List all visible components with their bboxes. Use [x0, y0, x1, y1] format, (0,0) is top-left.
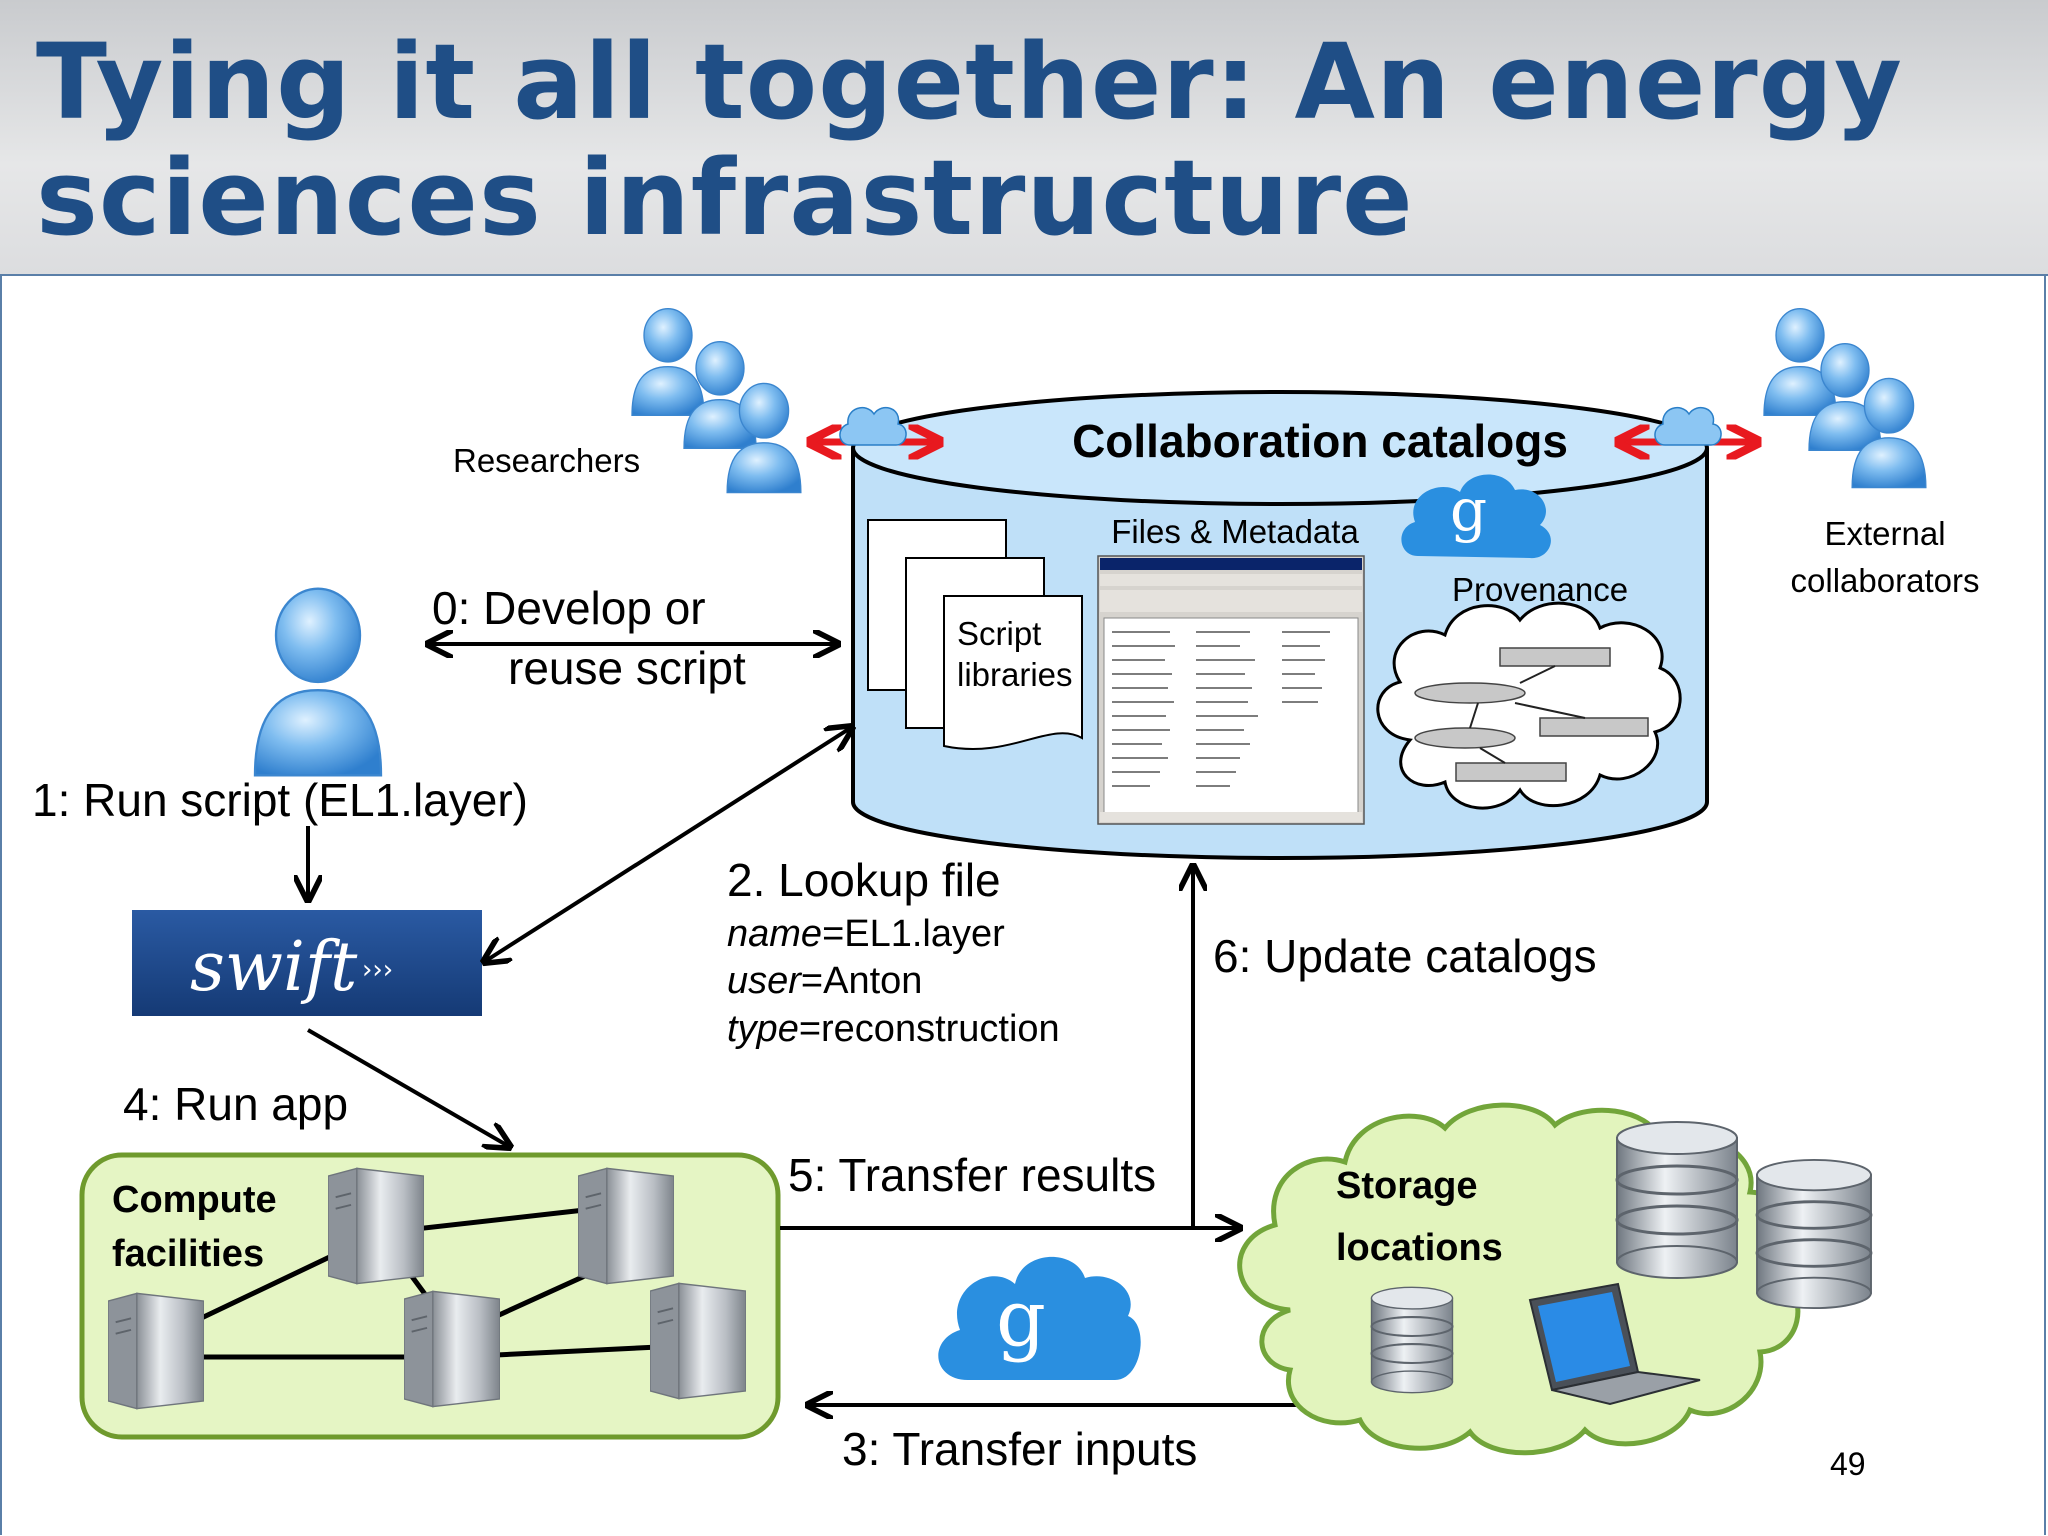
- server-tower-icon: [328, 1167, 424, 1285]
- globus-logo-letter-transfer: g: [996, 1274, 1046, 1364]
- step2-arrow: [484, 727, 852, 962]
- external-collaborators-label-line1: External: [1824, 515, 1945, 552]
- script-libraries-document-icon: Script libraries: [867, 519, 1083, 751]
- researchers-group: Researchers: [453, 307, 802, 494]
- step0-label-line1: 0: Develop or: [432, 582, 706, 634]
- researchers-label: Researchers: [453, 442, 640, 479]
- step2-label: 2. Lookup file: [727, 854, 1001, 906]
- swift-logo-text: swift: [190, 928, 358, 1007]
- step4-label: 4: Run app: [123, 1078, 348, 1130]
- storage-locations-label-line2: locations: [1336, 1227, 1503, 1269]
- step2-name-key: name: [727, 913, 822, 955]
- storage-locations-cloud: Storage locations: [1237, 1102, 1873, 1456]
- step2-user-line: user=Anton: [727, 960, 922, 1002]
- collaboration-catalogs-database: Collaboration catalogs Files & Metadata …: [851, 390, 1709, 860]
- script-libraries-label-line2: libraries: [957, 656, 1073, 693]
- step0-label-line2: reuse script: [508, 642, 746, 694]
- globus-logo-letter: g: [1450, 476, 1487, 544]
- step6-label: 6: Update catalogs: [1213, 930, 1597, 982]
- external-collaborators-group: External collaborators: [1763, 307, 1980, 599]
- globus-cloud-icon-catalog: g: [1401, 474, 1551, 559]
- step2-type-line: type=reconstruction: [727, 1008, 1060, 1050]
- server-tower-icon: [650, 1282, 746, 1400]
- step2-type-key: type: [727, 1008, 799, 1050]
- compute-facilities-box: Compute facilities: [79, 1152, 781, 1440]
- compute-facilities-label-line1: Compute: [112, 1179, 277, 1221]
- files-metadata-label: Files & Metadata: [1111, 513, 1359, 550]
- database-stack-icon: [1615, 1120, 1739, 1280]
- file-browser-window-icon: [1097, 555, 1365, 825]
- provenance-label: Provenance: [1452, 571, 1628, 608]
- user-person-icon: [253, 587, 383, 777]
- laptop-icon: [1528, 1282, 1701, 1406]
- server-tower-icon: [578, 1167, 674, 1285]
- step2-name-value: =EL1.layer: [822, 913, 1005, 955]
- slide-title: Tying it all together: An energy science…: [36, 21, 1903, 259]
- step3-label: 3: Transfer inputs: [842, 1423, 1197, 1475]
- script-libraries-label-line1: Script: [957, 615, 1041, 652]
- database-stack-icon: [1755, 1158, 1873, 1310]
- provenance-graph-icon: [1376, 601, 1682, 810]
- researchers-catalog-link: [810, 406, 940, 446]
- step4-arrow: [306, 1028, 510, 1147]
- globus-cloud-icon-left: [839, 406, 907, 446]
- external-catalog-link: [1618, 406, 1758, 446]
- server-tower-icon: [404, 1290, 500, 1408]
- step5-label: 5: Transfer results: [788, 1149, 1156, 1201]
- step2-name-line: name=EL1.layer: [727, 913, 1005, 955]
- step2-user-value: =Anton: [801, 960, 923, 1002]
- step2-type-value: =reconstruction: [799, 1008, 1060, 1050]
- swift-logo: swift ›››: [132, 910, 482, 1016]
- person-icon: [631, 307, 705, 417]
- globus-cloud-icon-right: [1654, 406, 1722, 446]
- step2-user-key: user: [727, 960, 802, 1002]
- swift-logo-birds: ›››: [362, 955, 393, 985]
- step1-label: 1: Run script (EL1.layer): [32, 774, 528, 826]
- collaboration-catalogs-label: Collaboration catalogs: [1072, 415, 1568, 467]
- external-collaborators-label-line2: collaborators: [1791, 562, 1980, 599]
- storage-locations-label-line1: Storage: [1336, 1165, 1477, 1207]
- slide-header: Tying it all together: An energy science…: [0, 0, 2048, 276]
- server-tower-icon: [108, 1292, 204, 1410]
- globus-cloud-icon-transfer: g: [938, 1256, 1141, 1380]
- slide-frame: [0, 276, 2046, 1535]
- database-stack-icon: [1370, 1286, 1454, 1394]
- compute-facilities-label-line2: facilities: [112, 1233, 264, 1275]
- page-number: 49: [1830, 1446, 1866, 1482]
